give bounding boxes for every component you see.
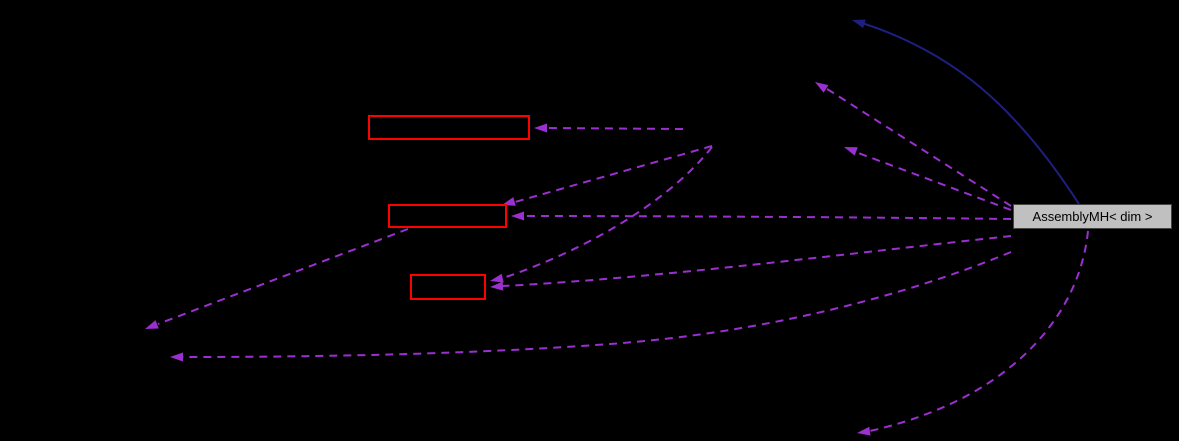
edge-hidden-to-top-box [546,127,684,130]
edge-usage-to-bottom-edge [869,230,1089,432]
node-assemblymh[interactable]: AssemblyMH< dim > [1013,204,1172,229]
edge-hidden-to-middle-box-corner-arrowhead-icon [502,197,516,206]
edge-usage-to-bottom-box-arrowhead-icon [490,281,504,291]
edge-usage-to-far-left [182,251,1012,358]
edge-usage-to-hidden-mid [852,150,1012,211]
node-truncated-middle[interactable] [388,204,507,228]
node-truncated-bottom[interactable] [410,274,486,300]
edge-usage-to-middle-box [523,215,1012,220]
edge-hidden-to-middle-box-corner [514,145,713,203]
edge-inheritance-arc-up [861,22,1080,205]
edge-middle-box-to-far-left-arrowhead-icon [145,320,159,329]
edge-usage-to-far-left-arrowhead-icon [170,352,183,362]
node-truncated-top[interactable] [368,115,530,140]
edge-usage-to-bottom-box [502,235,1012,287]
edge-inheritance-arc-up-arrowhead-icon [852,19,866,29]
edge-hidden-to-top-box-arrowhead-icon [534,123,547,133]
edge-usage-to-hidden-top-arrowhead-icon [815,82,829,93]
node-assemblymh-label: AssemblyMH< dim > [1032,209,1153,224]
edge-usage-to-hidden-top [823,86,1012,207]
edge-usage-to-bottom-edge-arrowhead-icon [857,426,871,436]
edge-usage-to-hidden-mid-arrowhead-icon [844,147,858,156]
edge-middle-box-to-far-left [157,228,409,325]
edge-hidden-to-bottom-box [502,146,713,279]
edge-usage-to-middle-box-arrowhead-icon [511,211,524,221]
edge-hidden-to-bottom-box-arrowhead-icon [490,273,504,283]
